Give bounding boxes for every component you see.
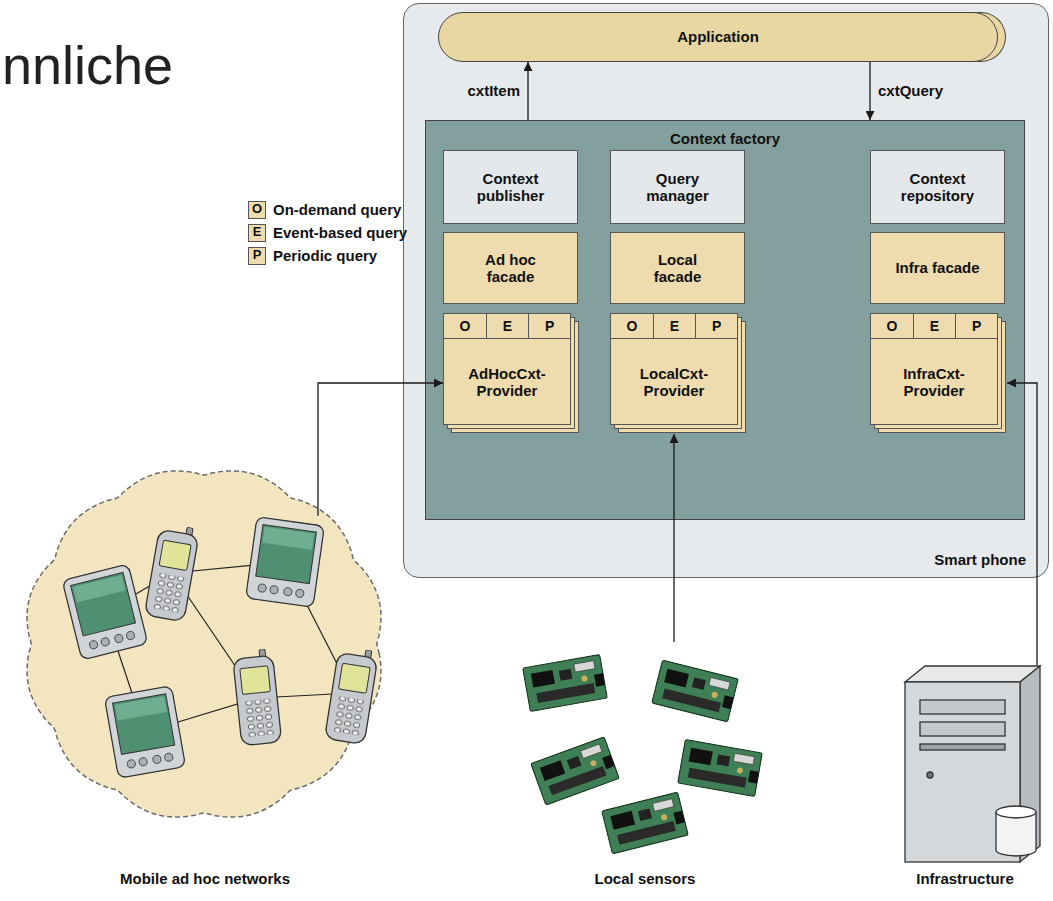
sensor-board — [602, 792, 688, 854]
pda-device — [62, 564, 148, 660]
node-label: Local sensors — [595, 870, 696, 887]
node-label: O — [886, 318, 897, 334]
node-label: Ad hoc facade — [467, 251, 555, 286]
legend-text: On-demand query — [273, 201, 401, 218]
query-type-cell: P — [528, 313, 571, 339]
connector-arrow — [527, 62, 528, 120]
query-type-cell: P — [695, 313, 738, 339]
application-pill: Application — [438, 12, 998, 62]
sensor-board — [523, 655, 607, 712]
node-label: O — [459, 318, 470, 334]
provider-stack: InfraCxt- Provider O E P — [870, 313, 998, 425]
facade-box: Infra facade — [870, 232, 1005, 304]
edge-label-holder: cxtQuery — [878, 82, 943, 99]
query-type-cell: E — [486, 313, 530, 339]
legend-letter: P — [253, 248, 262, 263]
node-label: Mobile ad hoc networks — [120, 870, 290, 887]
node-label: Smart phone — [934, 551, 1026, 568]
connector-arrow — [869, 62, 870, 120]
slide-heading-fragment: nnliche — [2, 36, 173, 95]
legend-row: E Event-based query — [248, 223, 407, 242]
query-type-cell: P — [955, 313, 998, 339]
edge-label-holder: cxtItem — [467, 82, 520, 99]
query-type-cell: O — [610, 313, 654, 339]
legend-letter: O — [252, 202, 262, 217]
query-type-cell: E — [653, 313, 697, 339]
query-type-cell: E — [913, 313, 957, 339]
connector-arrow — [318, 383, 443, 516]
node-label: Application — [677, 28, 759, 45]
phone-device — [325, 645, 379, 744]
node-label: P — [712, 318, 721, 334]
phone-device — [144, 522, 200, 622]
node-label: Infrastructure — [916, 870, 1014, 887]
facade-box: Ad hoc facade — [443, 232, 578, 304]
pda-device — [246, 517, 325, 608]
node-label: Local facade — [634, 251, 722, 286]
node-label: Query manager — [634, 170, 722, 205]
node-label: E — [670, 318, 679, 334]
factory-box: Context factoryContext publisher Query ma… — [425, 120, 1025, 520]
sensor-board — [652, 660, 738, 722]
legend-swatch: E — [248, 224, 266, 242]
sensor-board — [678, 740, 762, 797]
node-label: P — [972, 318, 981, 334]
cloud-shape — [27, 471, 381, 817]
node-label: E — [930, 318, 939, 334]
node-label: O — [626, 318, 637, 334]
query-type-cell: O — [443, 313, 487, 339]
node-label: P — [545, 318, 554, 334]
edge-label: cxtQuery — [878, 82, 943, 99]
sensor-board — [531, 737, 619, 805]
node-label: Infra facade — [894, 259, 982, 276]
sensor-boards — [523, 655, 762, 854]
edge-label: cxtItem — [467, 82, 520, 99]
connector-arrow — [673, 434, 674, 642]
legend-swatch: P — [248, 247, 266, 265]
phone-device — [232, 648, 282, 746]
node-label: Context publisher — [467, 170, 555, 205]
server-tower — [905, 666, 1040, 862]
legend-swatch: O — [248, 201, 266, 219]
mobile-devices — [62, 517, 379, 779]
legend-text: Periodic query — [273, 247, 377, 264]
component-box: Context repository — [870, 150, 1005, 224]
node-label: Context repository — [894, 170, 982, 205]
facade-box: Local facade — [610, 232, 745, 304]
cloud-outline — [14, 458, 396, 838]
node-label: AdHocCxt- Provider — [463, 365, 551, 400]
node-label: Context factory — [670, 130, 780, 147]
node-label: E — [503, 318, 512, 334]
component-box: Context publisher — [443, 150, 578, 224]
legend-text: Event-based query — [273, 224, 407, 241]
legend-letter: E — [253, 225, 262, 240]
pda-device — [104, 686, 185, 779]
provider-stack: AdHocCxt- Provider O E P — [443, 313, 571, 425]
component-box: Query manager — [610, 150, 745, 224]
node-label: LocalCxt- Provider — [630, 365, 718, 400]
legend-row: O On-demand query — [248, 200, 401, 219]
legend-row: P Periodic query — [248, 246, 377, 265]
node-label: InfraCxt- Provider — [890, 365, 978, 400]
query-type-cell: O — [870, 313, 914, 339]
provider-stack: LocalCxt- Provider O E P — [610, 313, 738, 425]
heading-holder: nnliche — [2, 36, 173, 95]
connector-arrow — [1007, 383, 1037, 665]
